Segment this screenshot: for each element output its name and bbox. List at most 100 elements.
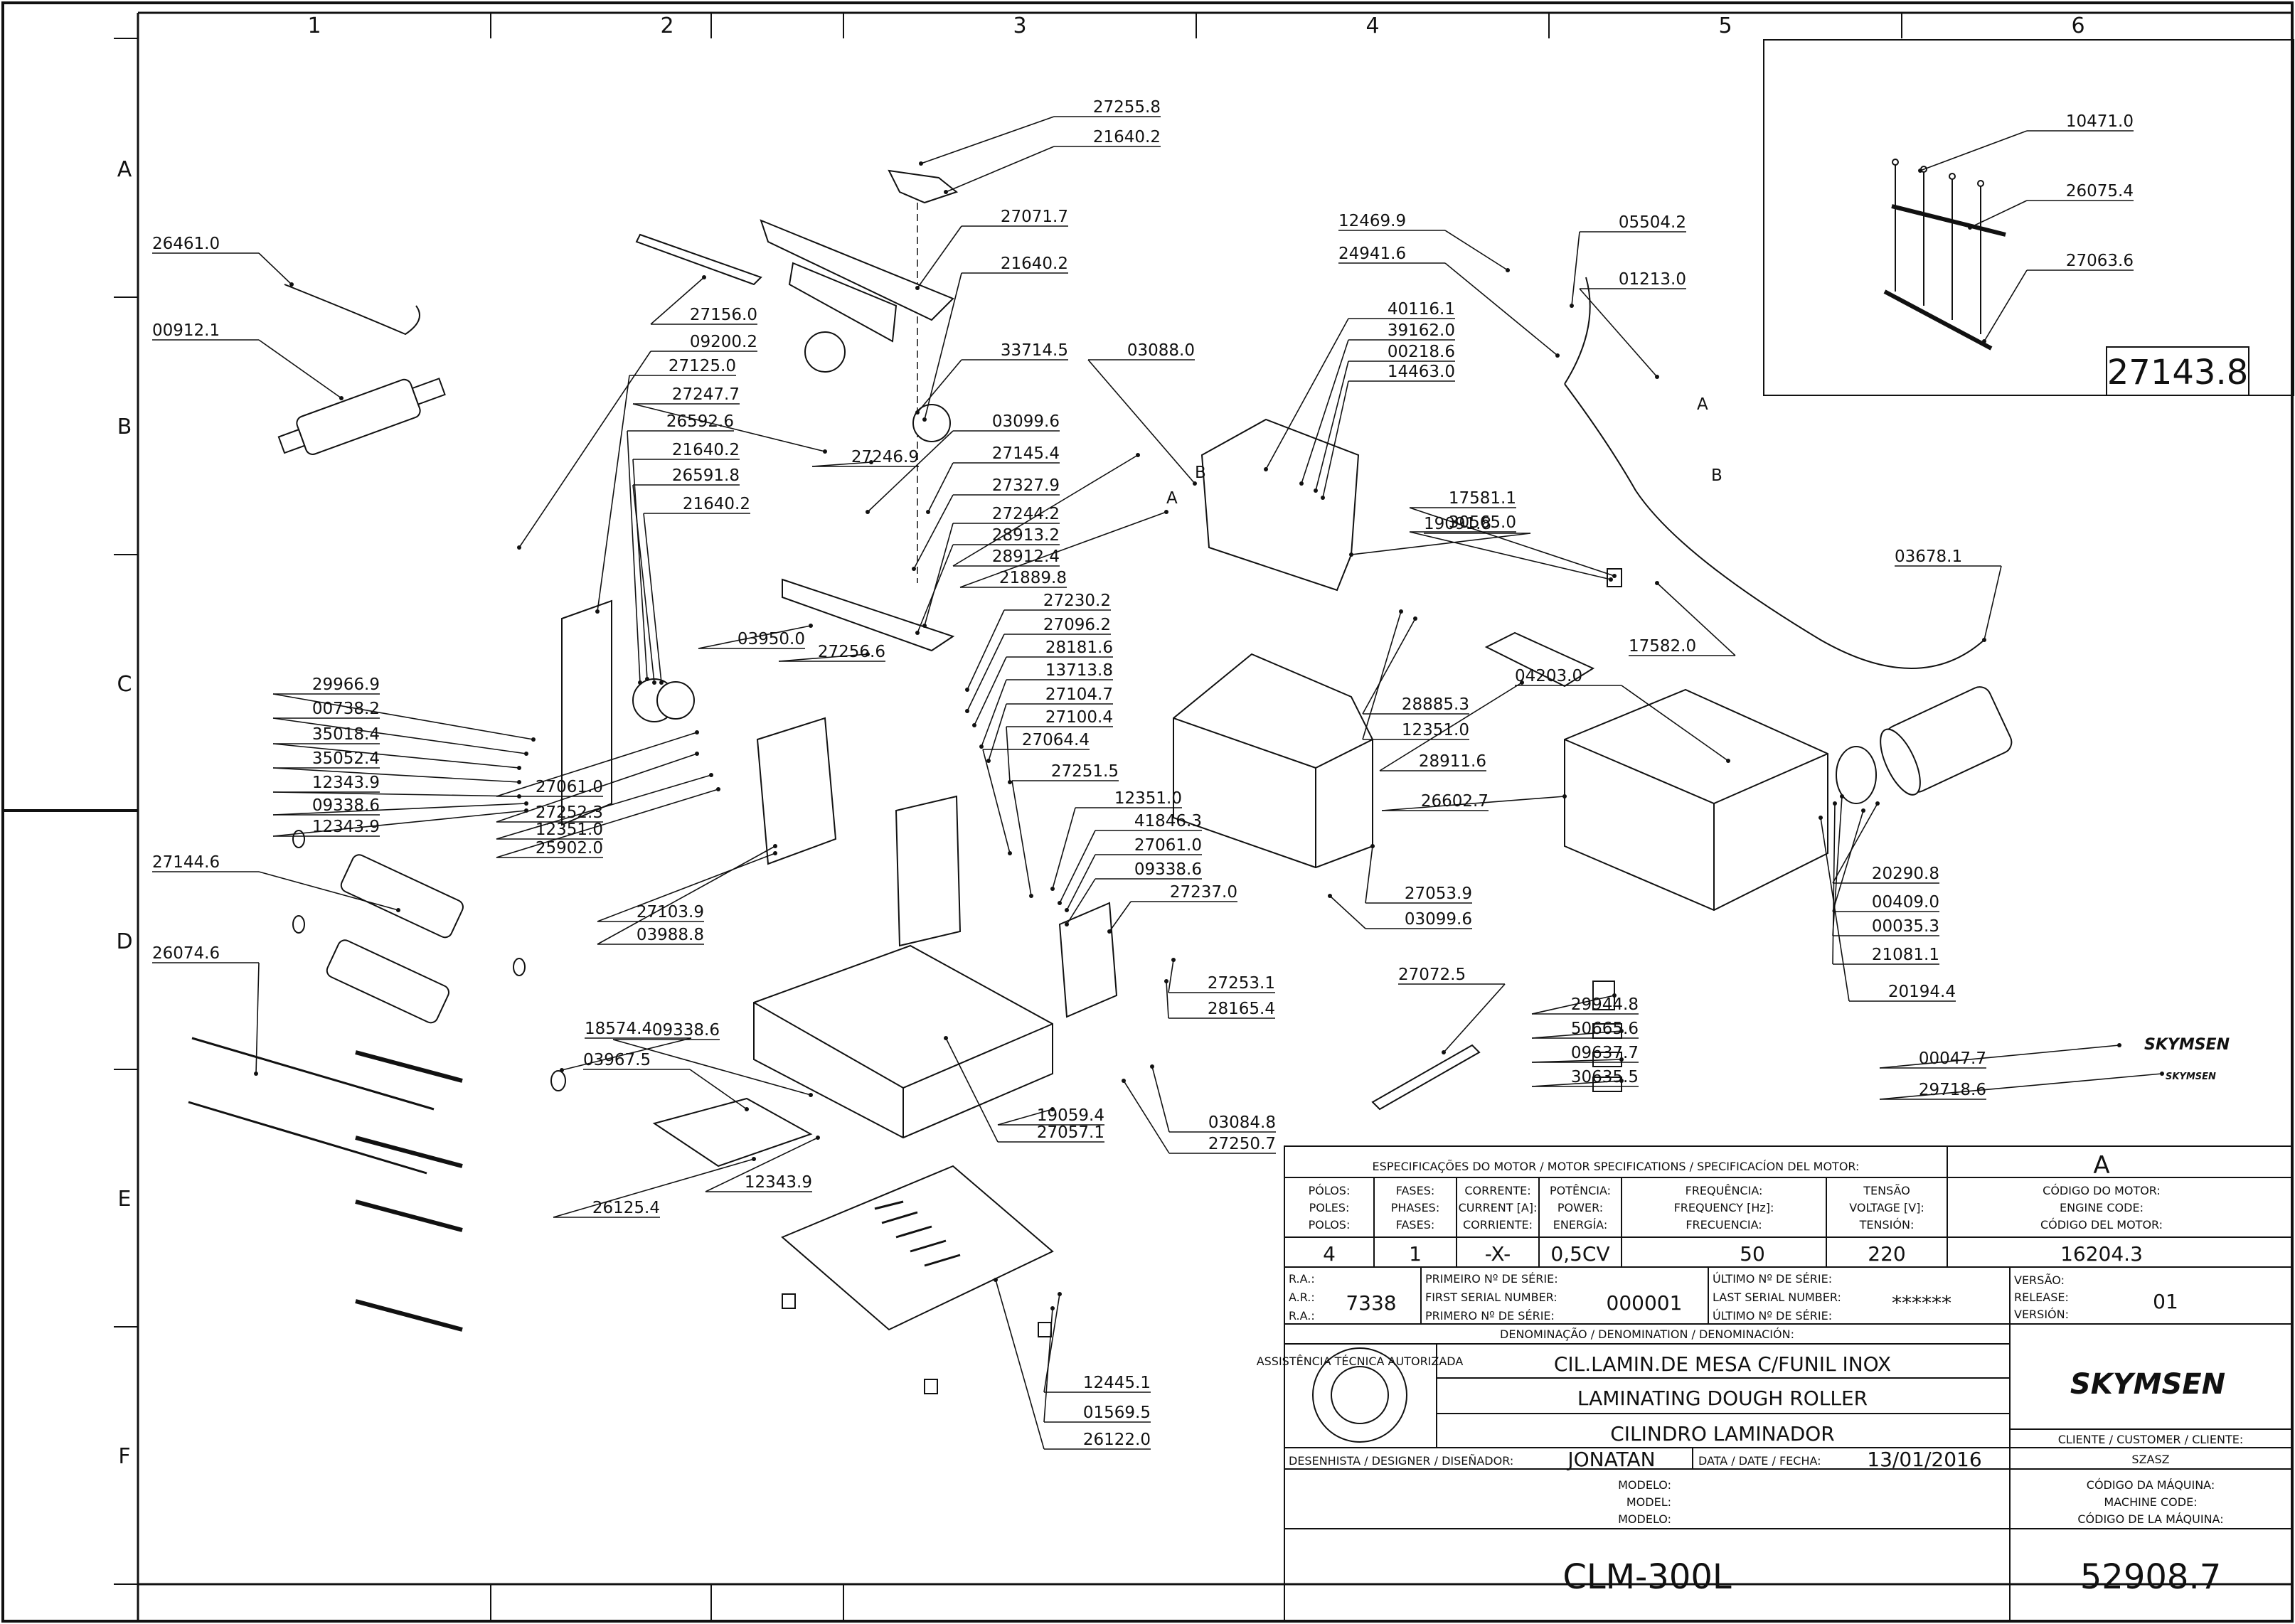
part-leader-line <box>1832 803 1836 965</box>
part-leader-line <box>920 116 1055 164</box>
sticker-brand-large: SKYMSEN <box>2144 1036 2230 1054</box>
last-serial-label-pt: ÚLTIMO Nº DE SÉRIE: <box>1713 1272 1832 1286</box>
part-number-label: 27247.7 <box>672 385 740 404</box>
part-leader-line <box>1832 810 1864 912</box>
part-leader-arrowhead <box>695 752 699 756</box>
part-number-label: 50665.6 <box>1571 1020 1639 1038</box>
grid-row-c: C <box>117 672 132 697</box>
part-number-label: 10471.0 <box>2066 112 2134 131</box>
part-leader-line <box>1066 854 1096 911</box>
part-number-label: 26122.0 <box>1083 1431 1151 1449</box>
part-leader-arrowhead <box>524 752 528 756</box>
part-number-label: 21640.2 <box>683 495 750 513</box>
part-labels: 27255.821640.227071.721640.233714.526461… <box>152 98 2164 1450</box>
part-leader-arrowhead <box>1609 577 1613 582</box>
poles-label-pt: PÓLOS: <box>1309 1184 1351 1197</box>
grid-row-d: D <box>116 929 132 954</box>
motor-code-label-es: CÓDIGO DEL MOTOR: <box>2040 1218 2163 1232</box>
part-leader-line <box>1151 1066 1170 1133</box>
part-leader-arrowhead <box>1050 1107 1055 1111</box>
part-number-label: 27251.5 <box>1051 762 1119 781</box>
part-leader-arrowhead <box>922 417 927 422</box>
part-leader-arrowhead <box>1058 901 1062 905</box>
part-number-label: 30565.0 <box>1449 513 1516 532</box>
part-leader-line <box>1531 1080 1622 1087</box>
machine-parts: SKYMSEN SKYMSEN A B A B <box>188 169 2230 1394</box>
part-leader-arrowhead <box>1619 1057 1624 1062</box>
part-leader-line <box>811 461 872 467</box>
grid-row-e: E <box>118 1187 132 1212</box>
part-number-label: 33714.5 <box>1001 341 1068 360</box>
part-leader-line <box>1879 1073 2163 1100</box>
part-number-label: 09338.6 <box>1134 860 1202 879</box>
grid-column-2: 2 <box>660 14 673 38</box>
part-number-label: 27246.9 <box>851 448 919 466</box>
part-leader-arrowhead <box>1968 225 1972 230</box>
part-leader-arrowhead <box>1058 1292 1062 1296</box>
part-leader-arrowhead <box>1065 908 1069 912</box>
part-number-label: 12445.1 <box>1083 1374 1151 1392</box>
part-leader-arrowhead <box>1050 1306 1055 1310</box>
part-leader-line <box>496 789 719 858</box>
part-leader-arrowhead <box>965 688 969 692</box>
part-leader-arrowhead <box>2160 1072 2164 1076</box>
part-leader-line <box>1059 830 1096 904</box>
part-number-label: 09200.2 <box>690 333 757 351</box>
model-label-en: MODEL: <box>1626 1495 1671 1509</box>
part-leader-line <box>924 523 954 626</box>
part-leader-arrowhead <box>752 1157 756 1161</box>
part-leader-arrowhead <box>2117 1043 2121 1047</box>
part-number-label: 26074.6 <box>152 944 220 963</box>
part-leader-arrowhead <box>1171 958 1176 962</box>
part-number-label: 12469.9 <box>1338 212 1406 230</box>
part-leader-arrowhead <box>1819 816 1823 820</box>
part-number-label: 00738.2 <box>312 700 380 718</box>
part-leader-arrowhead <box>1314 488 1318 493</box>
part-leader-line <box>927 462 954 513</box>
part-leader-line <box>258 339 342 399</box>
phases-label-en: PHASES: <box>1391 1201 1439 1214</box>
part-leader-arrowhead <box>1065 922 1069 926</box>
designer-label: DESENHISTA / DESIGNER / DISEÑADOR: <box>1289 1454 1513 1468</box>
part-leader-line <box>917 544 954 634</box>
part-number-label: 12351.0 <box>536 821 603 839</box>
part-number-label: 27253.1 <box>1208 974 1275 993</box>
part-leader-line <box>553 1158 755 1218</box>
part-leader-line <box>1984 565 2002 641</box>
part-leader-arrowhead <box>531 737 536 742</box>
ra-value: 7338 <box>1346 1291 1396 1315</box>
part-leader-line <box>496 774 712 840</box>
current-label-es: CORRIENTE: <box>1463 1218 1533 1232</box>
motor-cover-part <box>1564 688 1828 912</box>
top-cover-part <box>760 219 954 321</box>
part-leader-line <box>1365 845 1373 904</box>
part-leader-line <box>496 732 698 797</box>
part-number-label: 27252.3 <box>536 803 603 822</box>
part-number-label: 13713.8 <box>1045 661 1113 680</box>
part-leader-line <box>1919 130 2028 171</box>
power-value: 0,5CV <box>1550 1242 1609 1266</box>
part-leader-arrowhead <box>1008 780 1012 784</box>
motor-part <box>1880 686 2013 796</box>
part-leader-arrowhead <box>517 766 521 770</box>
machine-code-value: 52908.7 <box>2080 1557 2222 1597</box>
ra-label-en: A.R.: <box>1289 1291 1315 1304</box>
part-leader-line <box>967 609 1005 690</box>
grid-labels: 1 2 3 4 5 6 A B C D E F <box>116 14 2084 1469</box>
part-number-label: 03099.6 <box>1405 910 1472 929</box>
part-number-label: 26592.6 <box>666 412 734 431</box>
power-label-es: ENERGÍA: <box>1553 1218 1607 1232</box>
part-number-label: 19059.4 <box>1037 1106 1104 1125</box>
title-block <box>1284 1145 2293 1622</box>
part-number-label: 09338.6 <box>652 1021 720 1040</box>
part-number-label: 35018.4 <box>312 725 380 744</box>
tray-part <box>652 1097 813 1168</box>
part-leader-arrowhead <box>1008 851 1012 855</box>
part-leader-arrowhead <box>1150 1064 1154 1069</box>
brand-logo: SKYMSEN <box>2070 1368 2225 1401</box>
part-leader-arrowhead <box>944 1036 948 1040</box>
part-leader-arrowhead <box>517 780 521 784</box>
part-leader-arrowhead <box>1655 581 1659 585</box>
part-leader-arrowhead <box>1840 794 1844 798</box>
current-label-en: CURRENT [A]: <box>1459 1201 1538 1214</box>
